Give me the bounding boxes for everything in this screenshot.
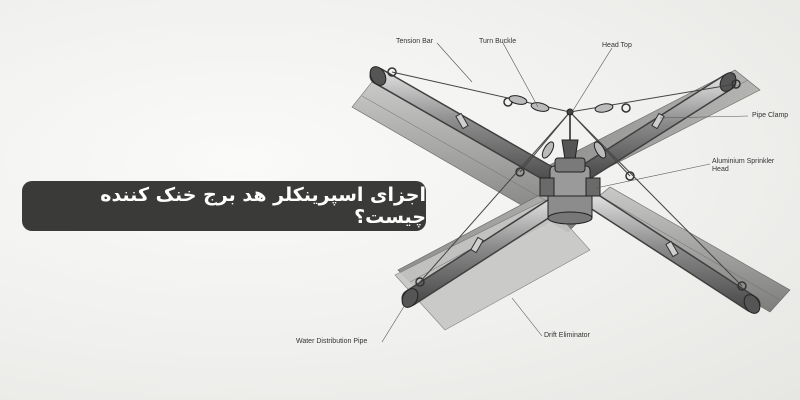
label-sprinkler-head-line1: Aluminium Sprinkler [712, 158, 775, 165]
page-title: اجزای اسپرینکلر هد برج خنک کننده چیست؟ [100, 184, 426, 228]
label-sprinkler-head-line2: Head [712, 166, 729, 173]
turn-buckles [508, 95, 614, 159]
label-tension-bar: Tension Bar [396, 38, 433, 45]
pipe-clamps [455, 112, 679, 258]
label-pipe-clamp: Pipe Clamp [752, 112, 789, 119]
drift-eliminator-panel-lower-right [587, 186, 791, 313]
label-water-distribution-pipe: Water Distribution Pipe [296, 338, 368, 345]
label-sprinkler-head: Aluminium Sprinkler Head [712, 158, 774, 174]
title-badge: اجزای اسپرینکلر هد برج خنک کننده چیست؟ [22, 181, 426, 231]
label-drift-eliminator: Drift Eliminator [544, 332, 590, 339]
drift-eliminator-panel-bottom [394, 199, 591, 331]
label-head-top: Head Top [602, 42, 632, 49]
label-turn-buckle: Turn Buckle [479, 38, 517, 45]
leader-lines [381, 42, 749, 343]
pipe-end-caps [369, 66, 761, 314]
sprinkler-head-hub [539, 157, 601, 225]
